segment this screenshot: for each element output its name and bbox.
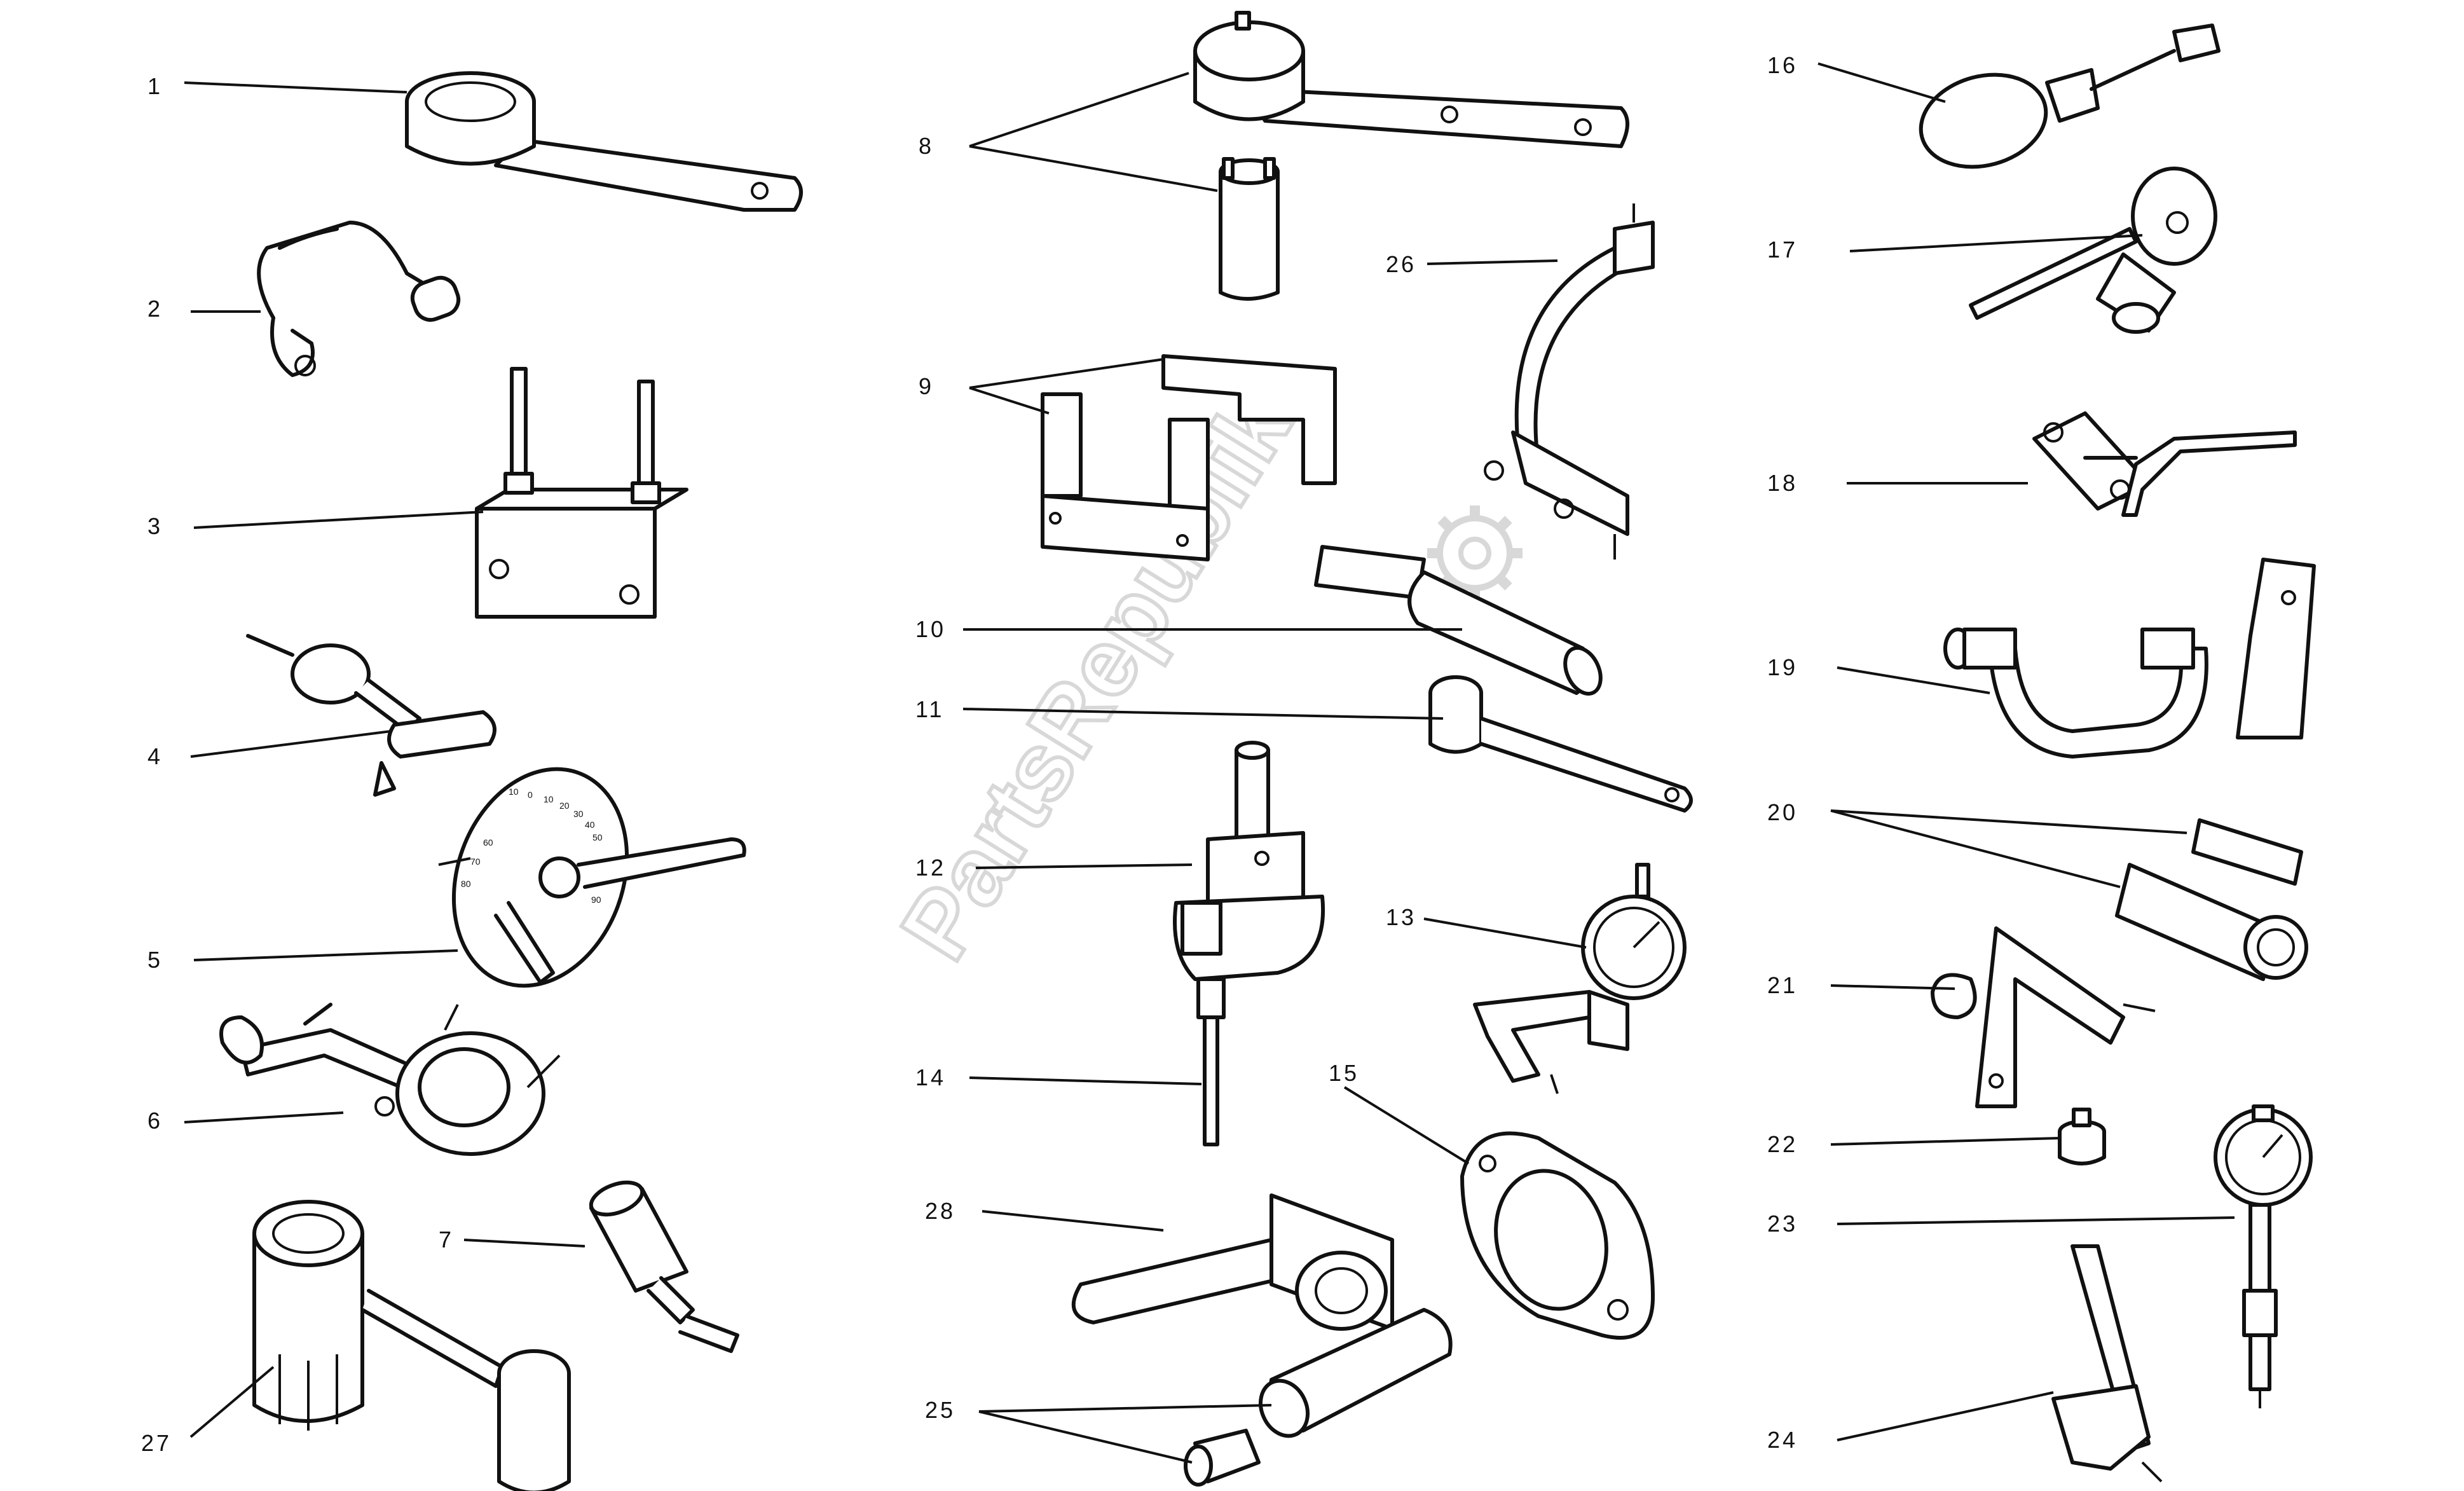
tool-25-sleeve (1184, 1308, 1453, 1487)
callout-19: 19 (1767, 654, 1798, 680)
tool-16-strap-wrench (1919, 24, 2221, 169)
callout-15: 15 (1329, 1060, 1359, 1086)
dial-mark-5: 40 (585, 820, 595, 830)
callout-24: 24 (1767, 1427, 1798, 1453)
tool-18-fixture (2032, 411, 2297, 517)
callout-3: 3 (147, 513, 163, 539)
callout-16: 16 (1767, 52, 1798, 78)
tool-9-timing-gauges (1041, 354, 1337, 561)
callout-20: 20 (1767, 799, 1798, 825)
callout-4: 4 (147, 743, 163, 769)
tool-21-bracket-knob (1931, 926, 2156, 1108)
callout-8: 8 (919, 133, 934, 159)
tool-6-ring-clamp (219, 1003, 561, 1156)
dial-mark-6: 50 (592, 832, 603, 842)
tool-26-arc-bracket (1484, 203, 1655, 560)
tool-27-socket-handle (252, 1200, 571, 1491)
tool-13-dial-gauge (1473, 863, 1687, 1094)
tool-24-stand (2051, 1244, 2163, 1483)
callout-labels: 1 2 3 4 5 6 7 8 9 10 11 12 13 14 15 16 1… (141, 52, 1798, 1456)
callout-5: 5 (147, 947, 163, 973)
tool-4-puller (246, 634, 496, 797)
tool-7-knurled-pin (589, 1180, 739, 1353)
callout-7: 7 (439, 1226, 454, 1253)
leader-lines (184, 62, 2235, 1464)
callout-11: 11 (915, 696, 944, 722)
callout-12: 12 (915, 855, 946, 881)
callout-6: 6 (147, 1108, 163, 1134)
callout-9: 9 (919, 373, 934, 399)
tool-20-drifts (2115, 818, 2308, 981)
callout-13: 13 (1386, 904, 1416, 930)
tool-15-ring-holder (1460, 1131, 1655, 1340)
dial-mark-2: 10 (544, 794, 554, 804)
tool-5-degree-wheel: 10 0 10 20 30 40 50 60 70 80 90 (438, 767, 746, 988)
dial-mark-4: 30 (573, 809, 584, 819)
dial-mark-7: 60 (483, 837, 493, 848)
tool-22-small-nut (2058, 1108, 2106, 1165)
callout-28: 28 (925, 1198, 955, 1224)
callout-17: 17 (1767, 237, 1798, 263)
callout-1: 1 (147, 73, 163, 99)
tool-2-hook-wrench (257, 221, 461, 377)
dial-mark-10: 90 (591, 895, 601, 905)
tool-28-handle-bearing (1071, 1193, 1394, 1331)
dial-mark-8: 70 (470, 856, 481, 867)
callout-25: 25 (925, 1397, 955, 1423)
tool-12-puller-body (1173, 741, 1325, 981)
callout-2: 2 (147, 296, 163, 322)
callout-23: 23 (1767, 1211, 1798, 1237)
callout-22: 22 (1767, 1131, 1798, 1157)
callout-10: 10 (915, 616, 946, 642)
tool-8-nut-wrench (1193, 11, 1629, 301)
tool-1-ring-spanner (405, 71, 803, 212)
tool-17-knurled-puller (1969, 167, 2217, 334)
dial-mark-1: 0 (528, 790, 533, 800)
callout-26: 26 (1386, 251, 1416, 277)
callout-18: 18 (1767, 470, 1798, 496)
callout-21: 21 (1767, 972, 1798, 998)
tool-14-pin (1196, 977, 1226, 1146)
tool-11-small-spanner (1428, 675, 1693, 813)
tool-10-knurled-drift (1314, 545, 1603, 696)
dial-mark-9: 80 (461, 879, 471, 889)
dial-mark-3: 20 (559, 800, 570, 811)
dial-mark-0: 10 (509, 787, 519, 797)
tool-23-bore-gauge (2214, 1104, 2313, 1408)
callout-14: 14 (915, 1064, 946, 1090)
tool-3-timing-plate (475, 367, 688, 619)
tool-19-c-bracket (1943, 558, 2316, 759)
callout-27: 27 (141, 1430, 172, 1456)
